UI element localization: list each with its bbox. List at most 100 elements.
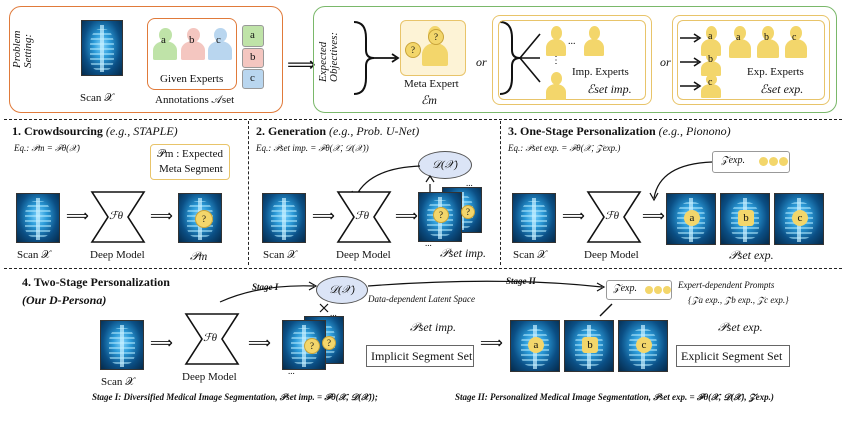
exp-arrows-svg: [680, 33, 702, 91]
p3-scan-label: Scan 𝒳: [513, 249, 547, 261]
p3-model-symbol: ℱθ: [605, 210, 620, 222]
annotation-card-b: b: [242, 48, 264, 68]
p2-title: 2. Generation (e.g., Prob. U-Net): [256, 124, 420, 138]
question-icon: ?: [322, 336, 336, 350]
p2-latent-cloud: 𝒟(𝒳): [418, 151, 472, 179]
p4-model-svg: [184, 313, 240, 365]
p1-equation: Eq.: 𝒫m = ℱθ(𝒳): [14, 143, 80, 153]
p4-label-c: c: [636, 337, 652, 353]
p4-stage1-caption: Stage I: Diversified Medical Image Segme…: [92, 392, 378, 402]
exp-expert-c-icon: c: [700, 74, 722, 98]
p4-imp-symbol: 𝒫set imp.: [410, 320, 456, 334]
or-text-2: or: [660, 55, 671, 69]
p1-model-symbol: ℱθ: [109, 210, 124, 222]
p4-scan-label: Scan 𝒳: [101, 376, 135, 388]
p4-title: 4. Two-Stage Personalization: [22, 275, 170, 289]
p2-output-label: 𝒫set imp.: [440, 246, 486, 260]
meta-expert-symbol: ℰm: [421, 93, 437, 107]
meta-expert-title: Meta Expert: [404, 78, 459, 90]
question-icon: ?: [433, 207, 449, 223]
exp-experts-outer: [672, 15, 830, 105]
expected-objectives-box: [313, 6, 837, 113]
p4-label-b: b: [582, 337, 598, 353]
p4-imp-label: Implicit Segment Set: [371, 349, 473, 363]
divider: [248, 121, 249, 265]
imp-vdots: ⋮: [551, 55, 561, 66]
p1-scan-image: [16, 193, 60, 243]
divider: [4, 119, 842, 120]
p2-model-symbol: ℱθ: [355, 210, 370, 222]
imp-expert-icon: [545, 26, 567, 56]
exp-experts-inner: [677, 20, 825, 100]
p2-scan-image: [262, 193, 306, 243]
p3-z-arrow: [649, 161, 713, 202]
p1-title: 1. Crowdsourcing (e.g., STAPLE): [12, 124, 178, 138]
p3-label-b: b: [738, 210, 754, 226]
annotation-card-c: c: [242, 69, 264, 89]
annotations-label: Annotations 𝒜set: [155, 94, 235, 106]
p3-equation: Eq.: 𝒫set exp. = ℱθ(𝒳, 𝒵exp.): [508, 143, 621, 153]
or-text-1: or: [476, 55, 487, 69]
imp-dots: ...: [568, 36, 576, 47]
p2-equation: Eq.: 𝒫set imp. = ℱθ(𝒳, 𝒟(𝒳)): [256, 143, 369, 153]
imp-expert-icon: [545, 72, 567, 100]
expert-c-icon: c: [207, 28, 233, 60]
p4-prompts-title: Expert-dependent Prompts: [678, 280, 775, 290]
p3-output-c: [774, 193, 824, 245]
p1-legend-box: [150, 144, 230, 180]
exp-expert-a-icon: a: [728, 26, 752, 58]
p4-stage-arrows: [219, 280, 613, 317]
arrow-icon: ⟹: [150, 333, 173, 352]
p4-latent-cloud: 𝒟(𝒳): [316, 276, 368, 304]
p4-imp-box: [366, 345, 474, 367]
p1-legend-line2: Meta Segment: [159, 163, 223, 175]
question-icon: ?: [428, 29, 444, 45]
implies-arrow: ⟹: [287, 52, 316, 76]
arrow-icon: ⟹: [562, 206, 585, 225]
problem-setting-label: Problem Setting:: [11, 30, 34, 68]
p4-scan-image: [100, 320, 144, 370]
exp-expert-b-icon: b: [700, 50, 722, 76]
p4-z-pill: 𝒵exp.: [606, 280, 672, 300]
p3-label-a: a: [684, 210, 700, 226]
annotation-card-a: a: [242, 25, 264, 47]
p4-label-a: a: [528, 337, 544, 353]
imp-experts-title: Imp. Experts: [572, 66, 629, 78]
exp-experts-title: Exp. Experts: [747, 66, 804, 78]
expert-b-icon: b: [180, 28, 206, 60]
p4-exp-box: [676, 345, 790, 367]
question-icon: ?: [461, 205, 475, 219]
p4-dots: ...: [288, 366, 295, 376]
arrow-icon: ⟹: [642, 206, 665, 225]
exp-expert-b-icon: b: [756, 26, 780, 58]
question-icon: ?: [304, 338, 320, 354]
p3-label-c: c: [792, 210, 808, 226]
exp-experts-symbol: ℰset exp.: [760, 82, 804, 96]
p4-exp-label: Explicit Segment Set: [681, 349, 783, 363]
p2-dots: ...: [425, 238, 432, 248]
arrow-icon: ⟹: [395, 206, 418, 225]
arrow-icon: ⟹: [150, 206, 173, 225]
question-icon: ?: [405, 42, 421, 58]
p4-model-symbol: ℱθ: [203, 332, 218, 344]
p4-stage2-caption: Stage II: Personalized Medical Image Seg…: [455, 392, 774, 402]
p3-model-svg: [586, 191, 642, 243]
p1-scan-label: Scan 𝒳: [17, 249, 51, 261]
p4-dots: ...: [330, 308, 337, 318]
imp-experts-inner: [498, 20, 646, 100]
arrow-icon: ⟹: [312, 206, 335, 225]
expert-a-icon: a: [152, 28, 178, 60]
arrow-icon: ⟹: [480, 333, 503, 352]
meta-brace-svg: [353, 21, 400, 95]
p3-model-label: Deep Model: [584, 249, 639, 261]
exp-expert-c-icon: c: [784, 26, 808, 58]
p2-dots: ...: [466, 178, 473, 188]
p4-stage1-label: Stage I: [252, 282, 279, 292]
question-icon: ?: [195, 210, 213, 228]
p1-model-label: Deep Model: [90, 249, 145, 261]
p4-latent-desc: Data-dependent Latent Space: [368, 294, 475, 304]
p3-scan-image: [512, 193, 556, 243]
p1-output-label: 𝒫m: [190, 249, 208, 263]
expected-objectives-label: Expected Objectives:: [317, 31, 340, 82]
p4-subtitle: (Our D-Persona): [22, 293, 107, 307]
